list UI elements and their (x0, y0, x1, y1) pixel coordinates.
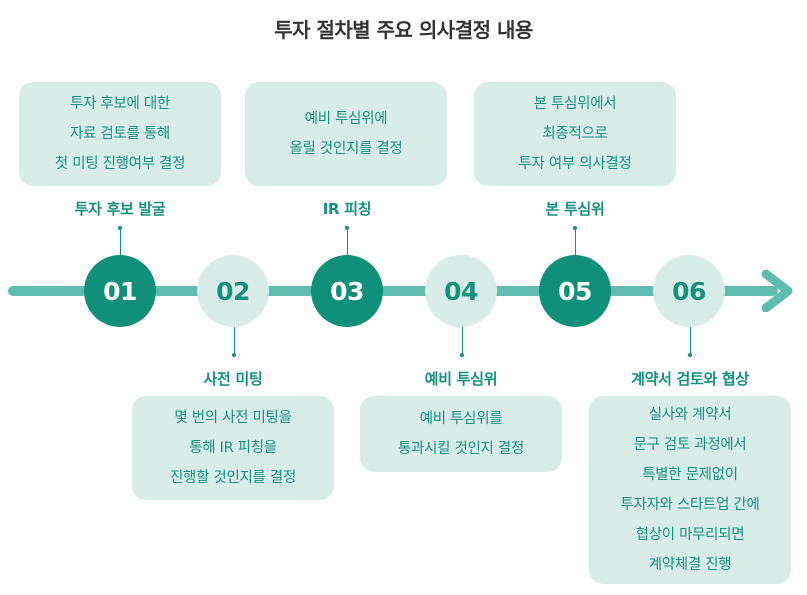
step-03-description: 예비 투심위에 올릴 것인지를 결정 (245, 82, 447, 186)
step-01-description: 투자 후보에 대한 자료 검토를 통해 첫 미팅 진행여부 결정 (19, 82, 221, 186)
step-06-line: 문구 검토 과정에서 (633, 437, 747, 453)
step-03-circle: 03 (311, 255, 383, 327)
step-02-line: 몇 번의 사전 미팅을 (174, 410, 292, 426)
step-02-line: 통해 IR 피칭을 (189, 440, 277, 456)
step-05-circle: 05 (539, 255, 611, 327)
step-06-connector (689, 327, 691, 354)
step-02-connector-dot (232, 353, 236, 357)
step-01-circle: 01 (84, 255, 156, 327)
timeline-bar (8, 286, 778, 296)
step-02-description: 몇 번의 사전 미팅을 통해 IR 피칭을 진행할 것인지를 결정 (132, 396, 334, 500)
step-05-line: 최종적으로 (542, 126, 608, 142)
step-01-line: 첫 미팅 진행여부 결정 (54, 156, 186, 172)
step-06-connector-dot (688, 353, 692, 357)
step-04-connector-dot (460, 353, 464, 357)
step-06-description: 실사와 계약서 문구 검토 과정에서 특별한 문제없이 투자자와 스타트업 간에… (589, 396, 791, 584)
step-04-description: 예비 투심위를 통과시킬 것인지 결정 (360, 396, 562, 472)
step-05-label: 본 투심위 (545, 200, 605, 218)
step-03-line: 올릴 것인지를 결정 (289, 141, 403, 157)
step-03-line: 예비 투심위에 (304, 111, 388, 127)
step-06-circle: 06 (653, 255, 725, 327)
step-01-label: 투자 후보 발굴 (74, 200, 166, 218)
step-04-connector (461, 327, 463, 354)
step-01-line: 투자 후보에 대한 (70, 96, 170, 112)
step-02-connector (233, 327, 235, 354)
step-04-line: 예비 투심위를 (419, 411, 503, 427)
step-05-description: 본 투심위에서 최종적으로 투자 여부 의사결정 (474, 82, 676, 186)
step-01-connector (119, 228, 121, 258)
step-06-line: 특별한 문제없이 (642, 467, 738, 483)
step-04-label: 예비 투심위 (424, 370, 498, 388)
step-06-line: 실사와 계약서 (648, 407, 732, 423)
step-03-connector (346, 228, 348, 258)
step-02-circle: 02 (197, 255, 269, 327)
step-04-circle: 04 (425, 255, 497, 327)
step-06-line: 협상이 마무리되면 (635, 527, 745, 543)
step-06-label: 계약서 검토와 협상 (631, 370, 749, 388)
step-05-line: 투자 여부 의사결정 (518, 156, 632, 172)
step-03-label: IR 피칭 (322, 200, 372, 218)
step-06-line: 투자자와 스타트업 간에 (620, 497, 760, 513)
step-02-line: 진행할 것인지를 결정 (170, 470, 296, 486)
step-06-line: 계약체결 진행 (648, 557, 732, 573)
step-02-label: 사전 미팅 (203, 370, 263, 388)
step-01-line: 자료 검토를 통해 (70, 126, 170, 142)
step-04-line: 통과시킬 것인지 결정 (398, 441, 524, 457)
arrow-right-icon (761, 270, 793, 312)
diagram-title: 투자 절차별 주요 의사결정 내용 (274, 18, 533, 42)
step-05-line: 본 투심위에서 (533, 96, 617, 112)
step-05-connector (574, 228, 576, 258)
